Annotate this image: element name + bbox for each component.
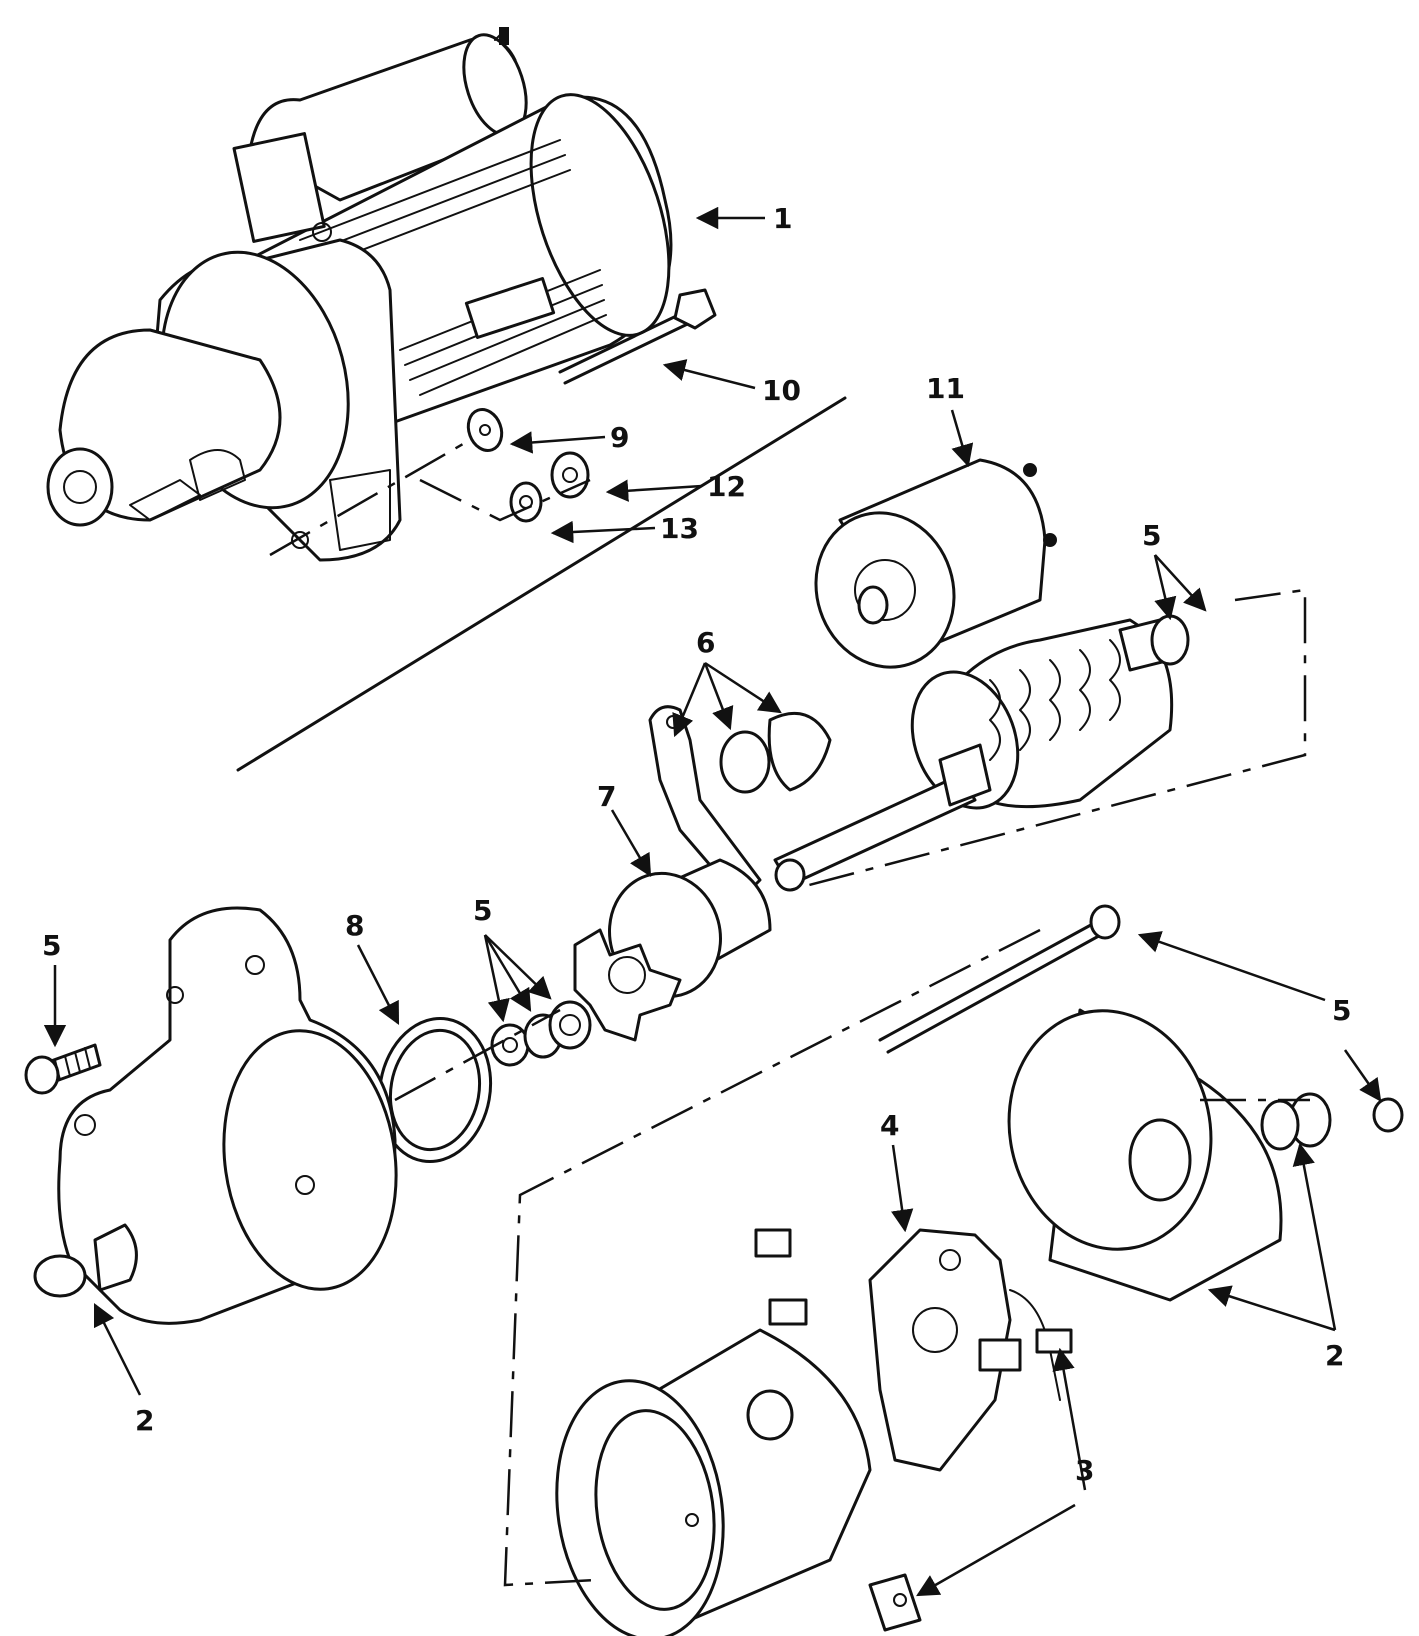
drive-end-housing bbox=[33, 906, 398, 1325]
callout-label: 5 bbox=[1332, 994, 1351, 1027]
section-divider bbox=[236, 396, 847, 772]
solenoid-11 bbox=[814, 458, 1057, 669]
commutator-end-frame bbox=[1007, 1008, 1404, 1302]
assembled-starter-motor bbox=[46, 27, 673, 562]
through-bolt-5 bbox=[878, 904, 1121, 1054]
callout-label: 12 bbox=[707, 470, 746, 503]
rubber-cap-6 bbox=[719, 711, 832, 794]
nut-13 bbox=[509, 481, 543, 523]
callout-label: 7 bbox=[597, 780, 616, 813]
callout-label: 5 bbox=[1142, 519, 1161, 552]
screw-5-left bbox=[24, 1043, 102, 1095]
callout-label: 9 bbox=[610, 421, 629, 454]
callout-label: 5 bbox=[42, 929, 61, 962]
callout-label: 4 bbox=[880, 1109, 899, 1142]
callout-label: 8 bbox=[345, 909, 364, 942]
brush-3 bbox=[868, 1573, 922, 1632]
brush-holder-4 bbox=[868, 1228, 1061, 1472]
brushes bbox=[754, 1228, 1073, 1354]
armature-washer bbox=[1150, 614, 1190, 666]
lock-washer-12 bbox=[550, 451, 590, 499]
armature bbox=[773, 614, 1190, 892]
callout-label: 1 bbox=[773, 202, 792, 235]
callout-label: 2 bbox=[1325, 1339, 1344, 1372]
callouts: 1 10 9 12 13 11 5 6 7 8 5 bbox=[42, 202, 1382, 1597]
callout-label: 11 bbox=[926, 372, 965, 405]
callout-label: 5 bbox=[473, 894, 492, 927]
through-bolt-10 bbox=[558, 288, 717, 385]
seal-ring-8 bbox=[377, 1016, 493, 1164]
callout-label: 10 bbox=[762, 374, 801, 407]
callout-label: 3 bbox=[1075, 1454, 1094, 1487]
housing-shading bbox=[299, 139, 607, 396]
callout-label: 6 bbox=[696, 626, 715, 659]
mount-centerline bbox=[269, 438, 591, 557]
thrust-washers-5 bbox=[490, 1000, 592, 1067]
drive-pinion-7 bbox=[573, 858, 772, 1042]
callout-label: 2 bbox=[135, 1404, 154, 1437]
washer-9 bbox=[466, 408, 504, 452]
callout-label: 13 bbox=[660, 512, 699, 545]
field-frame bbox=[555, 1328, 872, 1636]
